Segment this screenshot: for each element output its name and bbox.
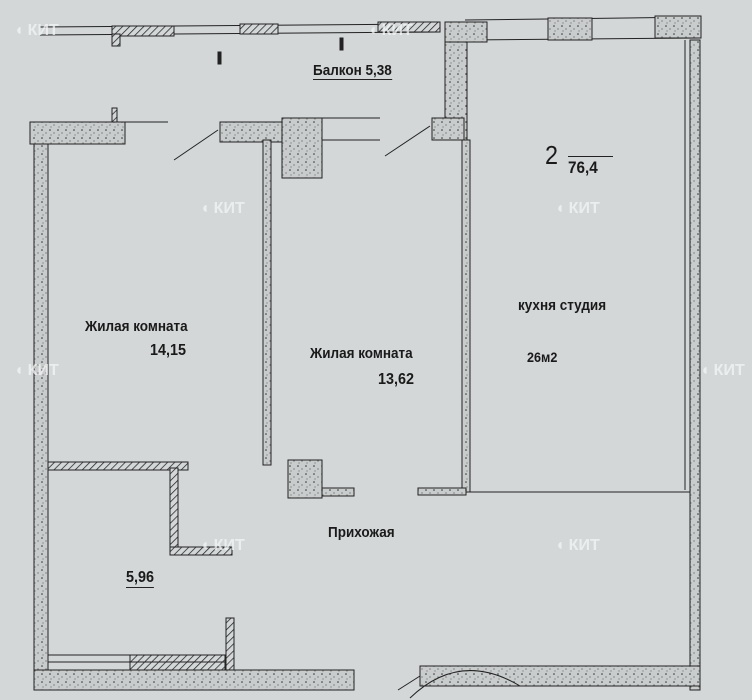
- watermark: КИТ: [700, 362, 745, 380]
- room1-name: Жилая комната: [85, 318, 188, 335]
- watermark: КИТ: [14, 362, 59, 380]
- balcony-label: Балкон 5,38: [313, 62, 392, 80]
- watermark: КИТ: [368, 22, 413, 40]
- right-wall: [689, 39, 701, 691]
- hall-name: Прихожая: [328, 524, 395, 541]
- bath-area: 5,96: [126, 569, 155, 588]
- watermark: КИТ: [555, 537, 600, 555]
- watermark: КИТ: [200, 200, 245, 218]
- kitchen-area: 26м2: [527, 349, 558, 365]
- total-area: 76,4: [568, 156, 613, 178]
- unit-number: 2: [545, 140, 559, 170]
- balcony-post: [111, 25, 175, 37]
- room2-area: 13,62: [378, 371, 415, 388]
- room1-area: 14,15: [150, 342, 187, 359]
- bottom-wall: [33, 669, 355, 691]
- left-wall: [33, 143, 49, 691]
- kitchen-name: кухня студия: [518, 297, 607, 314]
- entry-door-swing: [409, 670, 521, 699]
- watermark: КИТ: [200, 537, 245, 555]
- watermark: КИТ: [14, 22, 59, 40]
- watermark: КИТ: [555, 200, 600, 218]
- room2-name: Жилая комната: [310, 345, 413, 362]
